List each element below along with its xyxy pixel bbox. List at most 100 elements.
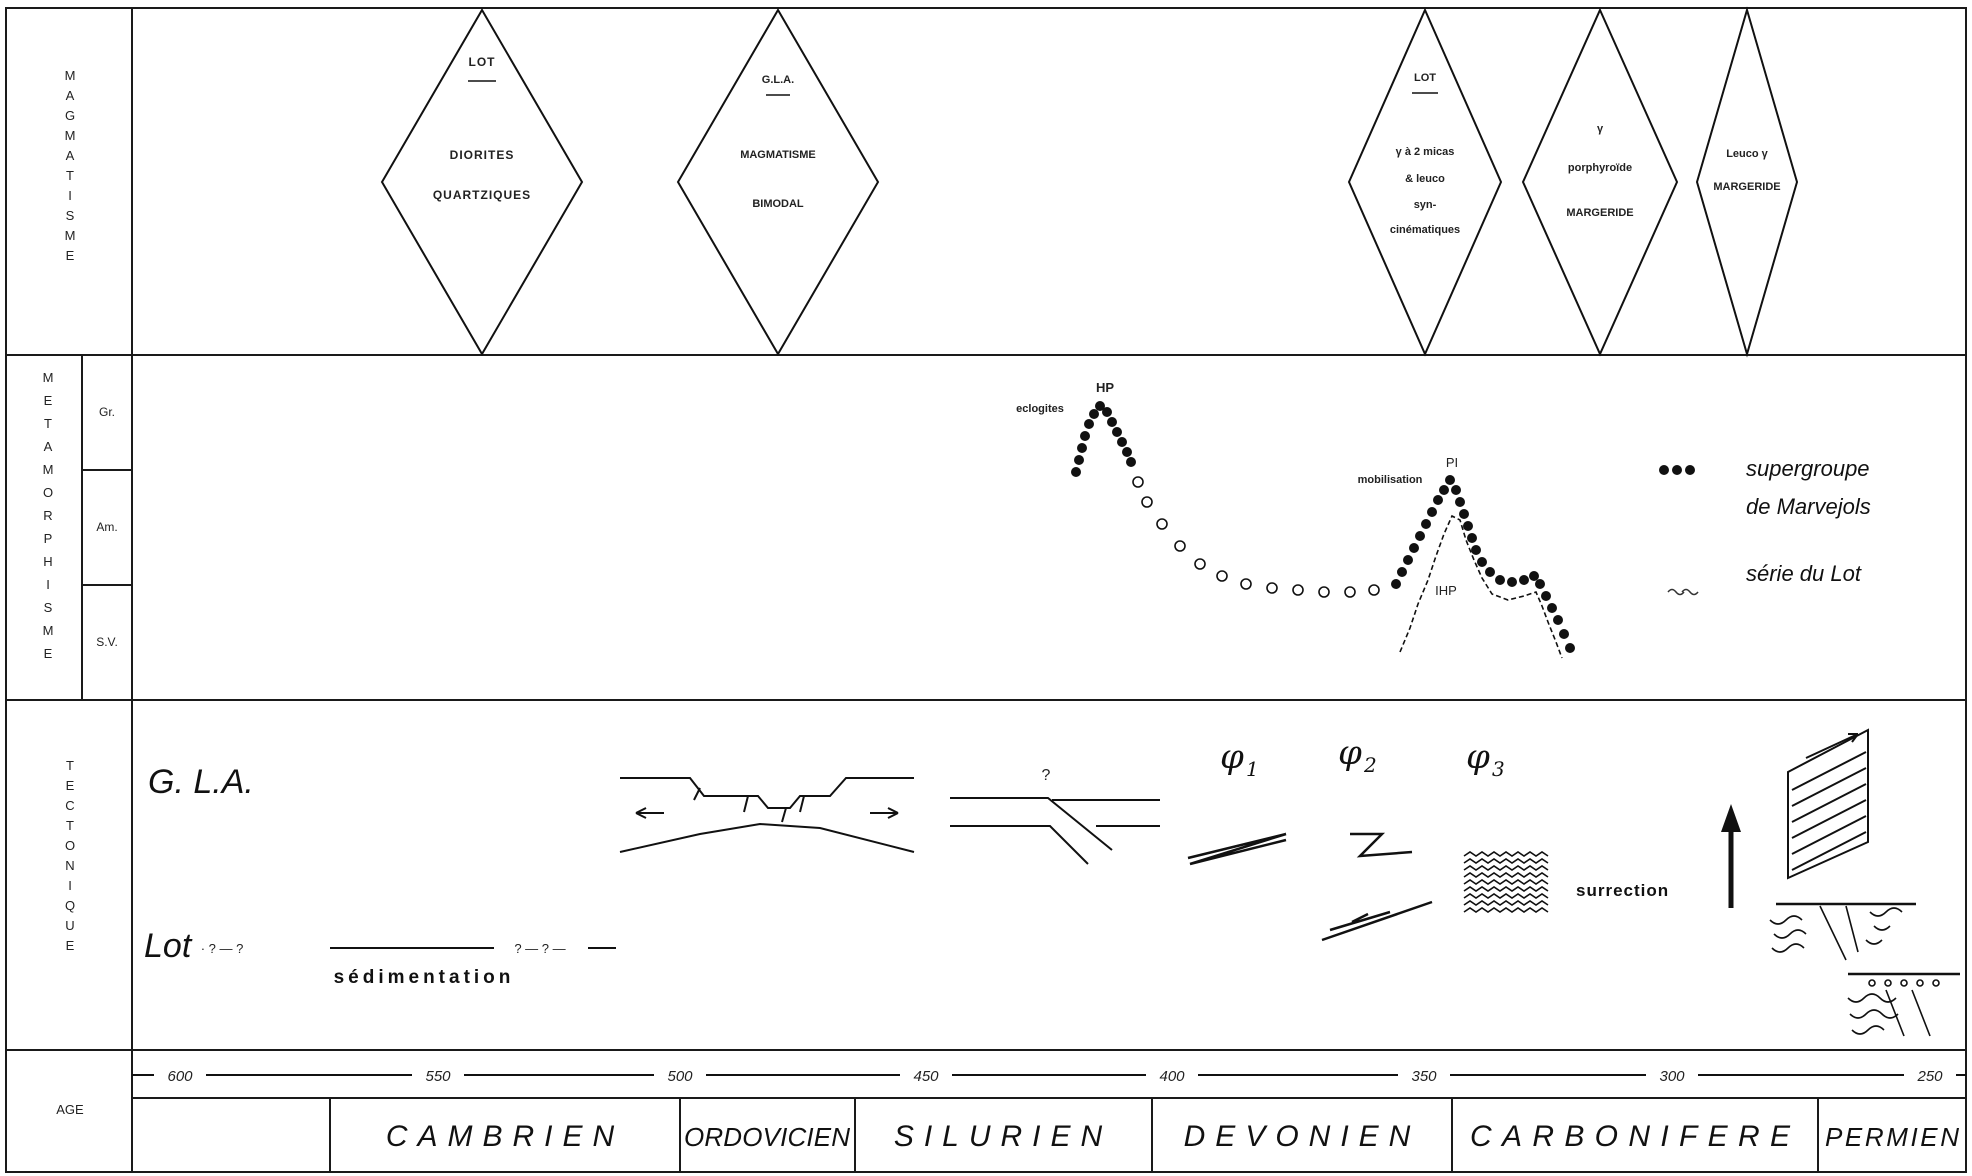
supergroupe-path-dot: [1507, 577, 1517, 587]
supergroupe-path-dot: [1117, 437, 1127, 447]
grade-granulite: Gr.: [99, 405, 115, 419]
row-label-letter: E: [44, 393, 53, 408]
phi3-crenulation-sketch: [1463, 851, 1549, 913]
event-label: & leuco: [1405, 173, 1445, 185]
retrograde-path-dot: [1156, 518, 1168, 530]
supergroupe-path-dot: [1095, 401, 1105, 411]
supergroupe-path-dot: [1126, 457, 1136, 467]
row-label-letter: M: [65, 68, 76, 83]
crenulation-line: [1463, 907, 1549, 913]
age-tick-label: 350: [1411, 1068, 1437, 1085]
row-label-letter: I: [68, 188, 72, 203]
serie-du-lot-path: [1399, 514, 1563, 659]
event-label: γ à 2 micas: [1396, 146, 1455, 158]
supergroupe-path-dot: [1084, 419, 1094, 429]
row-label-letter: E: [66, 938, 75, 953]
event-label: G.L.A.: [762, 74, 794, 86]
age-tick-label: 300: [1659, 1068, 1685, 1085]
supergroupe-path-dot: [1403, 555, 1413, 565]
legend-supergroupe-line2: de Marvejols: [1746, 494, 1871, 519]
supergroupe-path-dot: [1495, 575, 1505, 585]
supergroupe-path-dot: [1122, 447, 1132, 457]
supergroupe-path-dot: [1445, 475, 1455, 485]
lot-question-right: ? — ? —: [514, 941, 565, 956]
supergroupe-path-dot: [1074, 455, 1084, 465]
row-label-letter: C: [65, 798, 74, 813]
row-label-letter: Q: [65, 898, 75, 913]
rift-extension-sketch: [619, 777, 915, 853]
event-label: LOT: [1414, 72, 1436, 84]
magmatism-event-porphyroide: γ porphyroïde MARGERIDE: [1521, 7, 1679, 357]
legend-supergroupe-line1: supergroupe: [1746, 456, 1870, 481]
crenulation-line: [1463, 865, 1549, 871]
magmatism-event-gla-bimodal: G.L.A. MAGMATISME BIMODAL: [676, 8, 880, 356]
row-label-letter: M: [65, 128, 76, 143]
event-label: MAGMATISME: [740, 149, 816, 161]
label-gla: G. L.A.: [148, 763, 254, 801]
legend-tilde-symbol: [1667, 588, 1699, 596]
supergroupe-path-dot: [1451, 485, 1461, 495]
row-label-letter: N: [65, 858, 74, 873]
age-tick-mask: [154, 1064, 206, 1086]
supergroupe-path-dot: [1077, 443, 1087, 453]
row-label-letter: S: [66, 208, 75, 223]
supergroupe-path-dot: [1391, 579, 1401, 589]
row-label-letter: T: [66, 168, 74, 183]
event-label: MARGERIDE: [1566, 207, 1633, 219]
row-label-letter: T: [66, 758, 74, 773]
period-label: PERMIEN: [1825, 1122, 1959, 1152]
row-label-letter: E: [66, 778, 75, 793]
row-label-letter: A: [66, 148, 75, 163]
event-label: syn-: [1414, 199, 1437, 211]
retrograde-path-dot: [1174, 540, 1186, 552]
retrograde-path-dot: [1194, 558, 1206, 570]
event-label: DIORITES: [450, 148, 515, 162]
row-label-letter: A: [44, 439, 53, 454]
age-tick-mask: [654, 1064, 706, 1086]
label-ihp: IHP: [1435, 583, 1457, 598]
grade-amphibolite: Am.: [96, 520, 117, 534]
supergroupe-path-dot: [1102, 407, 1112, 417]
label-surrection: surrection: [1576, 881, 1669, 900]
age-tick-mask: [1398, 1064, 1450, 1086]
row-label-letter: E: [66, 248, 75, 263]
period-label: ORDOVICIEN: [684, 1122, 850, 1152]
row-label-letter: M: [43, 370, 54, 385]
supergroupe-path-dot: [1439, 485, 1449, 495]
period-label: DEVONIEN: [1184, 1120, 1421, 1153]
label-eclogites: eclogites: [1016, 403, 1064, 415]
magmatism-event-lot-diorites: LOT DIORITES QUARTZIQUES: [380, 8, 584, 356]
period-label: CAMBRIEN: [386, 1120, 624, 1153]
period-label: SILURIEN: [894, 1120, 1112, 1153]
legend-dots-symbol: [1659, 465, 1695, 475]
metamorphic-paths: [1071, 401, 1575, 659]
retrograde-path-dot: [1266, 582, 1278, 594]
age-tick-mask: [1646, 1064, 1698, 1086]
event-label: Leuco γ: [1726, 148, 1768, 160]
legend: supergroupe de Marvejols série du Lot: [1659, 456, 1871, 596]
event-label: porphyroïde: [1568, 162, 1632, 174]
row-label-letter: A: [66, 88, 75, 103]
label-sedimentation: sédimentation: [334, 967, 515, 988]
supergroupe-path-dot: [1107, 417, 1117, 427]
supergroupe-path-dot: [1112, 427, 1122, 437]
row-label-letter: I: [46, 577, 50, 592]
row-label-letter: O: [65, 838, 75, 853]
supergroupe-path-dot: [1415, 531, 1425, 541]
supergroupe-path-dot: [1455, 497, 1465, 507]
tilted-block-sketch: [1787, 728, 1869, 880]
crenulation-line: [1463, 851, 1549, 857]
basement-unconformity-sketch: [1769, 902, 1960, 1037]
crenulation-line: [1463, 872, 1549, 878]
age-tick-mask: [900, 1064, 952, 1086]
phase-phi3-sub: 3: [1492, 757, 1505, 781]
supergroupe-path-dot: [1409, 543, 1419, 553]
label-hp: HP: [1096, 380, 1114, 395]
phi1-shear-sketch: [1187, 832, 1287, 866]
supergroupe-path-dot: [1559, 629, 1569, 639]
subduction-question: ?: [1042, 767, 1051, 784]
supergroupe-path-dot: [1459, 509, 1469, 519]
